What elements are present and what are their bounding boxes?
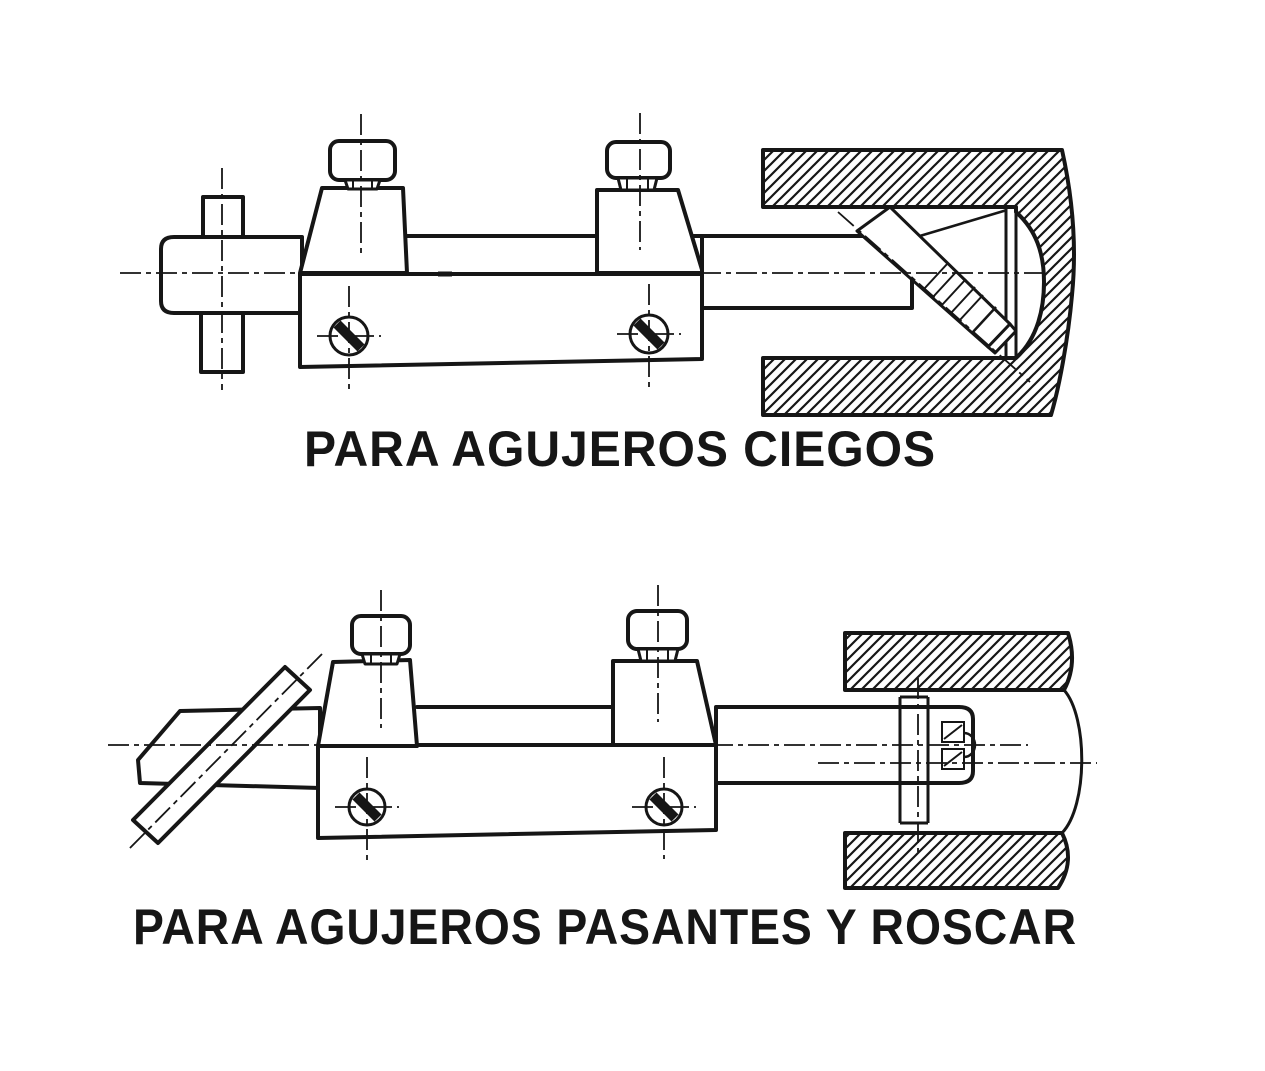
nut-neck-ticks xyxy=(370,654,392,664)
tap-shank xyxy=(898,695,930,825)
tap-thread-marks xyxy=(923,262,984,322)
lever-centerline xyxy=(127,653,323,851)
blind-hole-diagram: PARA AGUJEROS CIEGOS xyxy=(120,113,1076,477)
clamp-wedge xyxy=(611,659,718,747)
clamp-block-front xyxy=(316,614,419,748)
through-hole-diagram: PARA AGUJEROS PASANTES Y ROSCAR xyxy=(108,585,1097,955)
knurled-nut xyxy=(328,139,397,182)
clamp-wedge xyxy=(595,188,705,275)
clamp-block-rear xyxy=(611,609,718,747)
clamp-block-front xyxy=(298,139,409,275)
tap-head-line xyxy=(971,306,997,334)
guide-rod xyxy=(714,705,975,785)
slotted-screw-rear xyxy=(617,284,681,388)
centerlines xyxy=(108,585,1097,764)
tap-45deg xyxy=(837,205,1031,383)
holder-block xyxy=(316,743,718,840)
nut-neck-ticks xyxy=(646,649,669,661)
nut-neck-ticks xyxy=(352,180,373,189)
nut-neck-ticks xyxy=(626,178,649,190)
caption-blind-holes: PARA AGUJEROS CIEGOS xyxy=(304,421,936,477)
centerlines xyxy=(120,113,1048,390)
rod-body xyxy=(714,705,975,785)
slotted-screw-rear xyxy=(632,757,696,859)
break-line-arc xyxy=(1060,689,1084,835)
nut-neck xyxy=(616,176,659,192)
tap-thread-detail xyxy=(941,721,965,770)
cross-pin-top xyxy=(201,195,245,241)
tap-axis-centerline xyxy=(837,211,1031,383)
guide-body xyxy=(316,705,718,840)
clamp-block-rear xyxy=(595,140,705,275)
workpiece-section xyxy=(761,148,1076,417)
workpiece-section xyxy=(843,631,1084,890)
slotted-screw-front xyxy=(335,757,399,861)
nut-neck xyxy=(343,178,382,191)
holder-block xyxy=(298,272,704,369)
hatched-material xyxy=(761,148,1076,417)
guide-body xyxy=(298,234,704,369)
slotted-screw-front xyxy=(317,286,381,390)
lever-handle xyxy=(127,653,323,851)
rod-chamfer-line xyxy=(912,208,1008,240)
clamp-wedge xyxy=(316,658,419,748)
tap-vertical xyxy=(898,678,977,852)
hatched-material-bottom xyxy=(843,831,1070,890)
tap-square-end xyxy=(986,322,1018,355)
caption-through-holes: PARA AGUJEROS PASANTES Y ROSCAR xyxy=(133,899,1077,955)
hatched-material-top xyxy=(843,631,1075,692)
knurled-nut xyxy=(605,140,672,180)
driver-cylinder xyxy=(159,235,304,315)
cross-pin-handle xyxy=(159,195,304,374)
clamp-wedge xyxy=(298,186,409,275)
